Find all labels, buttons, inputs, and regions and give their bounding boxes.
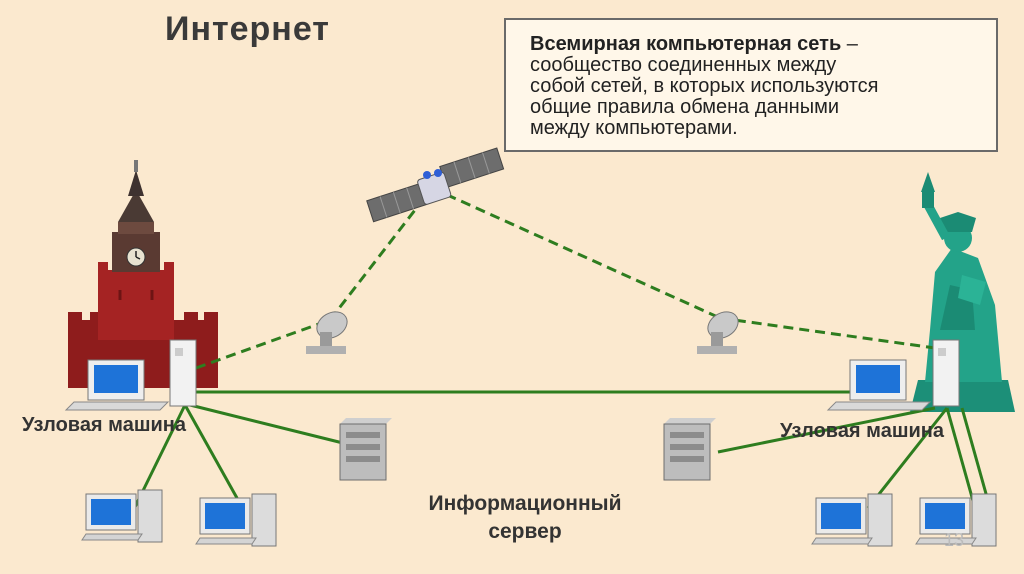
definition-line-3: собой сетей, в которых используются — [530, 75, 879, 97]
satellite-dish-left-icon — [306, 311, 348, 354]
definition-line-5: между компьютерами. — [530, 117, 738, 139]
server-right-icon — [663, 418, 716, 481]
definition-line-2: сообщество соединенных между — [530, 54, 837, 76]
definition-line-4: общие правила обмена данными — [530, 96, 840, 118]
client-computer-1-icon — [81, 489, 163, 543]
server-label-line-2: сервер — [488, 520, 562, 543]
satellite-icon — [366, 147, 505, 223]
server-label: Информационный сервер — [385, 490, 665, 546]
definition-term: Всемирная компьютерная сеть — [530, 33, 842, 55]
node-computer-right-icon — [826, 339, 960, 411]
satellite-dish-right-icon — [697, 311, 739, 354]
client-computer-4-icon — [915, 493, 997, 547]
client-computer-2-icon — [195, 493, 277, 547]
server-left-icon — [339, 418, 392, 481]
kremlin-tower-icon — [68, 160, 218, 388]
node-label-left: Узловая машина — [22, 414, 186, 436]
definition-box: Всемирная компьютерная сеть – сообщество… — [504, 18, 998, 152]
node-label-right: Узловая машина — [780, 420, 944, 442]
slide-title: Интернет — [165, 10, 330, 48]
page-number: 13 — [944, 530, 965, 550]
node-computer-left-icon — [64, 339, 197, 411]
wired-links — [133, 390, 992, 509]
server-label-line-1: Информационный — [428, 492, 622, 515]
definition-line-1: Всемирная компьютерная сеть – — [530, 34, 980, 55]
definition-dash: – — [841, 33, 858, 55]
satellite-links — [195, 186, 936, 370]
client-computer-3-icon — [811, 493, 893, 547]
statue-of-liberty-icon — [910, 172, 1015, 412]
